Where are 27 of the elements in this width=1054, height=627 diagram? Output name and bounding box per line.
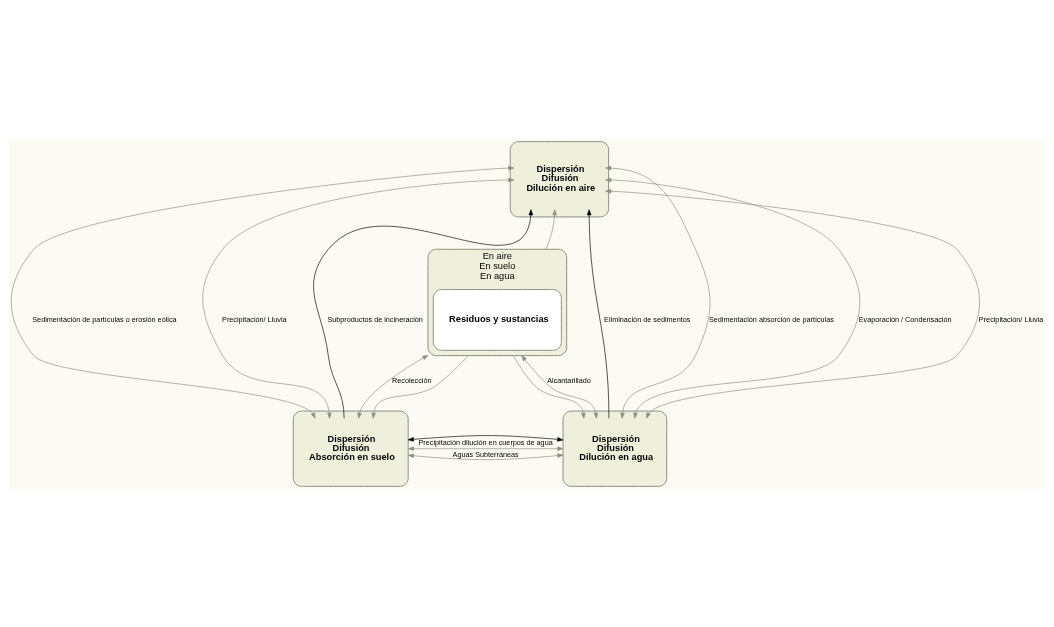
edge-label: Aguas Subterráneas <box>452 449 519 459</box>
arrow <box>605 188 980 419</box>
arrow <box>407 452 564 460</box>
arrow <box>605 177 861 419</box>
edge-label: Alcantarillado <box>547 375 591 385</box>
arrow <box>521 354 599 419</box>
arrow <box>357 354 429 419</box>
edge-label: Precipitación dilución en cuerpos de agua <box>418 437 553 447</box>
edge-label: Evaporación / Condensación <box>858 314 952 324</box>
edge-label: Sedimentación absorción de partículas <box>708 314 834 324</box>
arrow <box>313 208 533 419</box>
arrow <box>202 177 515 419</box>
node-box: Residuos y sustancias <box>432 288 562 351</box>
edge-label: Sedimentación de partículas o erosión eólica <box>32 314 177 324</box>
edge-label: Eliminación de sedimentos <box>604 314 691 324</box>
edge-label: Subproductos de incineración <box>327 314 423 324</box>
arrow <box>513 354 586 419</box>
arrow <box>10 165 515 419</box>
arrow <box>545 208 557 250</box>
edge-label: Precipitación/ Lluvia <box>222 314 287 324</box>
edge-label: Recolección <box>392 375 432 385</box>
arrow <box>605 165 711 419</box>
edge-label: Precipitación/ Lluvia <box>978 314 1044 324</box>
arrow <box>586 208 610 419</box>
arrow <box>407 434 564 442</box>
arrow <box>408 446 564 451</box>
arrow <box>371 354 469 419</box>
